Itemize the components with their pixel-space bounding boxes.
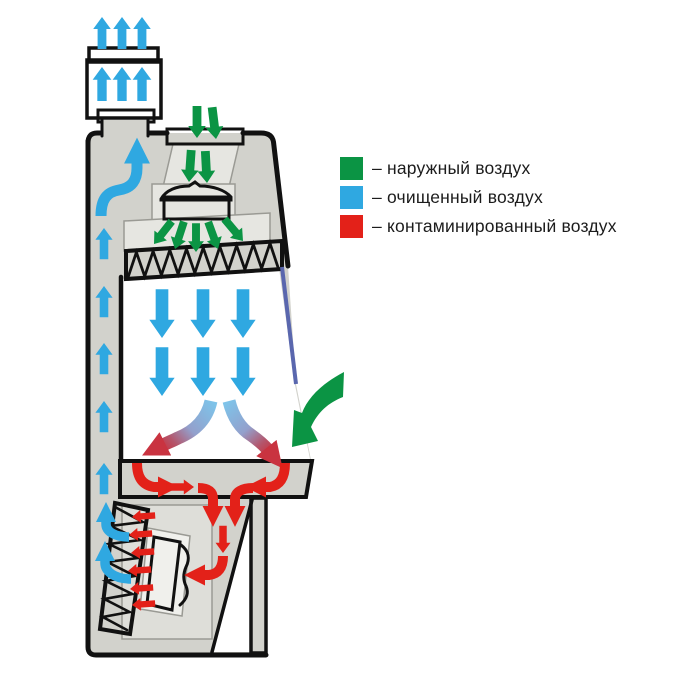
exhaust-fan-rotor <box>145 535 182 612</box>
front-intake-arrow <box>292 372 344 447</box>
legend-label-clean-air: – очищенный воздух <box>372 187 543 207</box>
fan-scroll-cap <box>159 180 233 202</box>
intake-prefilter <box>165 127 245 146</box>
contaminated-air-arrows <box>127 462 290 612</box>
work-surface <box>118 459 315 499</box>
legend-item-outside-air: – наружный воздух <box>340 157 617 180</box>
legend-item-clean-air: – очищенный воздух <box>340 186 617 209</box>
legend-swatch-clean-air <box>340 186 363 209</box>
legend-swatch-outside-air <box>340 157 363 180</box>
legend-item-contaminated-air: – контаминированный воздух <box>340 215 617 238</box>
exhaust-fan-scroll <box>178 543 190 607</box>
fan-rotor <box>162 195 231 221</box>
sash-glass <box>280 266 298 385</box>
legend: – наружный воздух – очищенный воздух – к… <box>340 157 617 238</box>
stack-body <box>85 58 163 120</box>
supply-fan <box>159 180 233 221</box>
airflow-split-arrows <box>142 399 283 469</box>
legend-label-contaminated-air: – контаминированный воздух <box>372 216 617 236</box>
work-chamber <box>122 268 310 459</box>
exhaust-hepa-filter <box>97 500 151 637</box>
outside-air-arrows <box>147 106 344 447</box>
clean-air-arrows <box>92 17 256 584</box>
inlet-funnel <box>162 143 240 188</box>
legend-swatch-contaminated-air <box>340 215 363 238</box>
legend-label-outside-air: – наружный воздух <box>372 158 531 178</box>
stack-connector <box>102 120 148 136</box>
